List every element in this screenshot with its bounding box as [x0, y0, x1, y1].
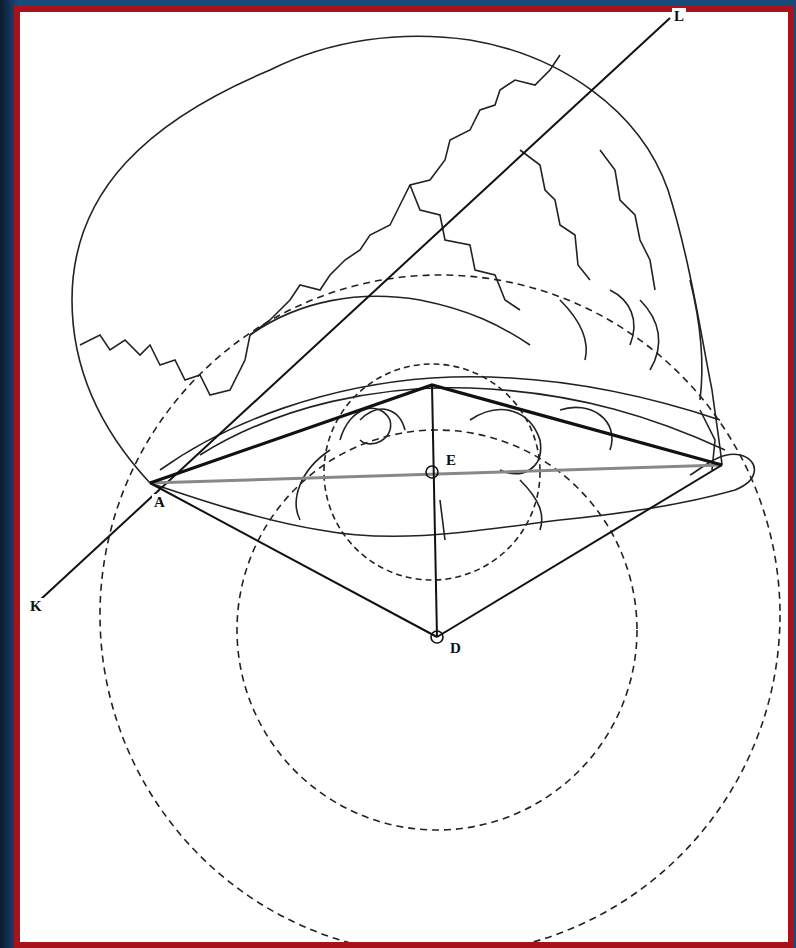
point-letter: K	[28, 598, 44, 615]
point-letter: E	[444, 452, 458, 469]
point-letter: L	[672, 8, 686, 25]
point-letter: A	[152, 494, 167, 511]
point-letter: D	[448, 640, 463, 657]
frame	[14, 6, 794, 948]
